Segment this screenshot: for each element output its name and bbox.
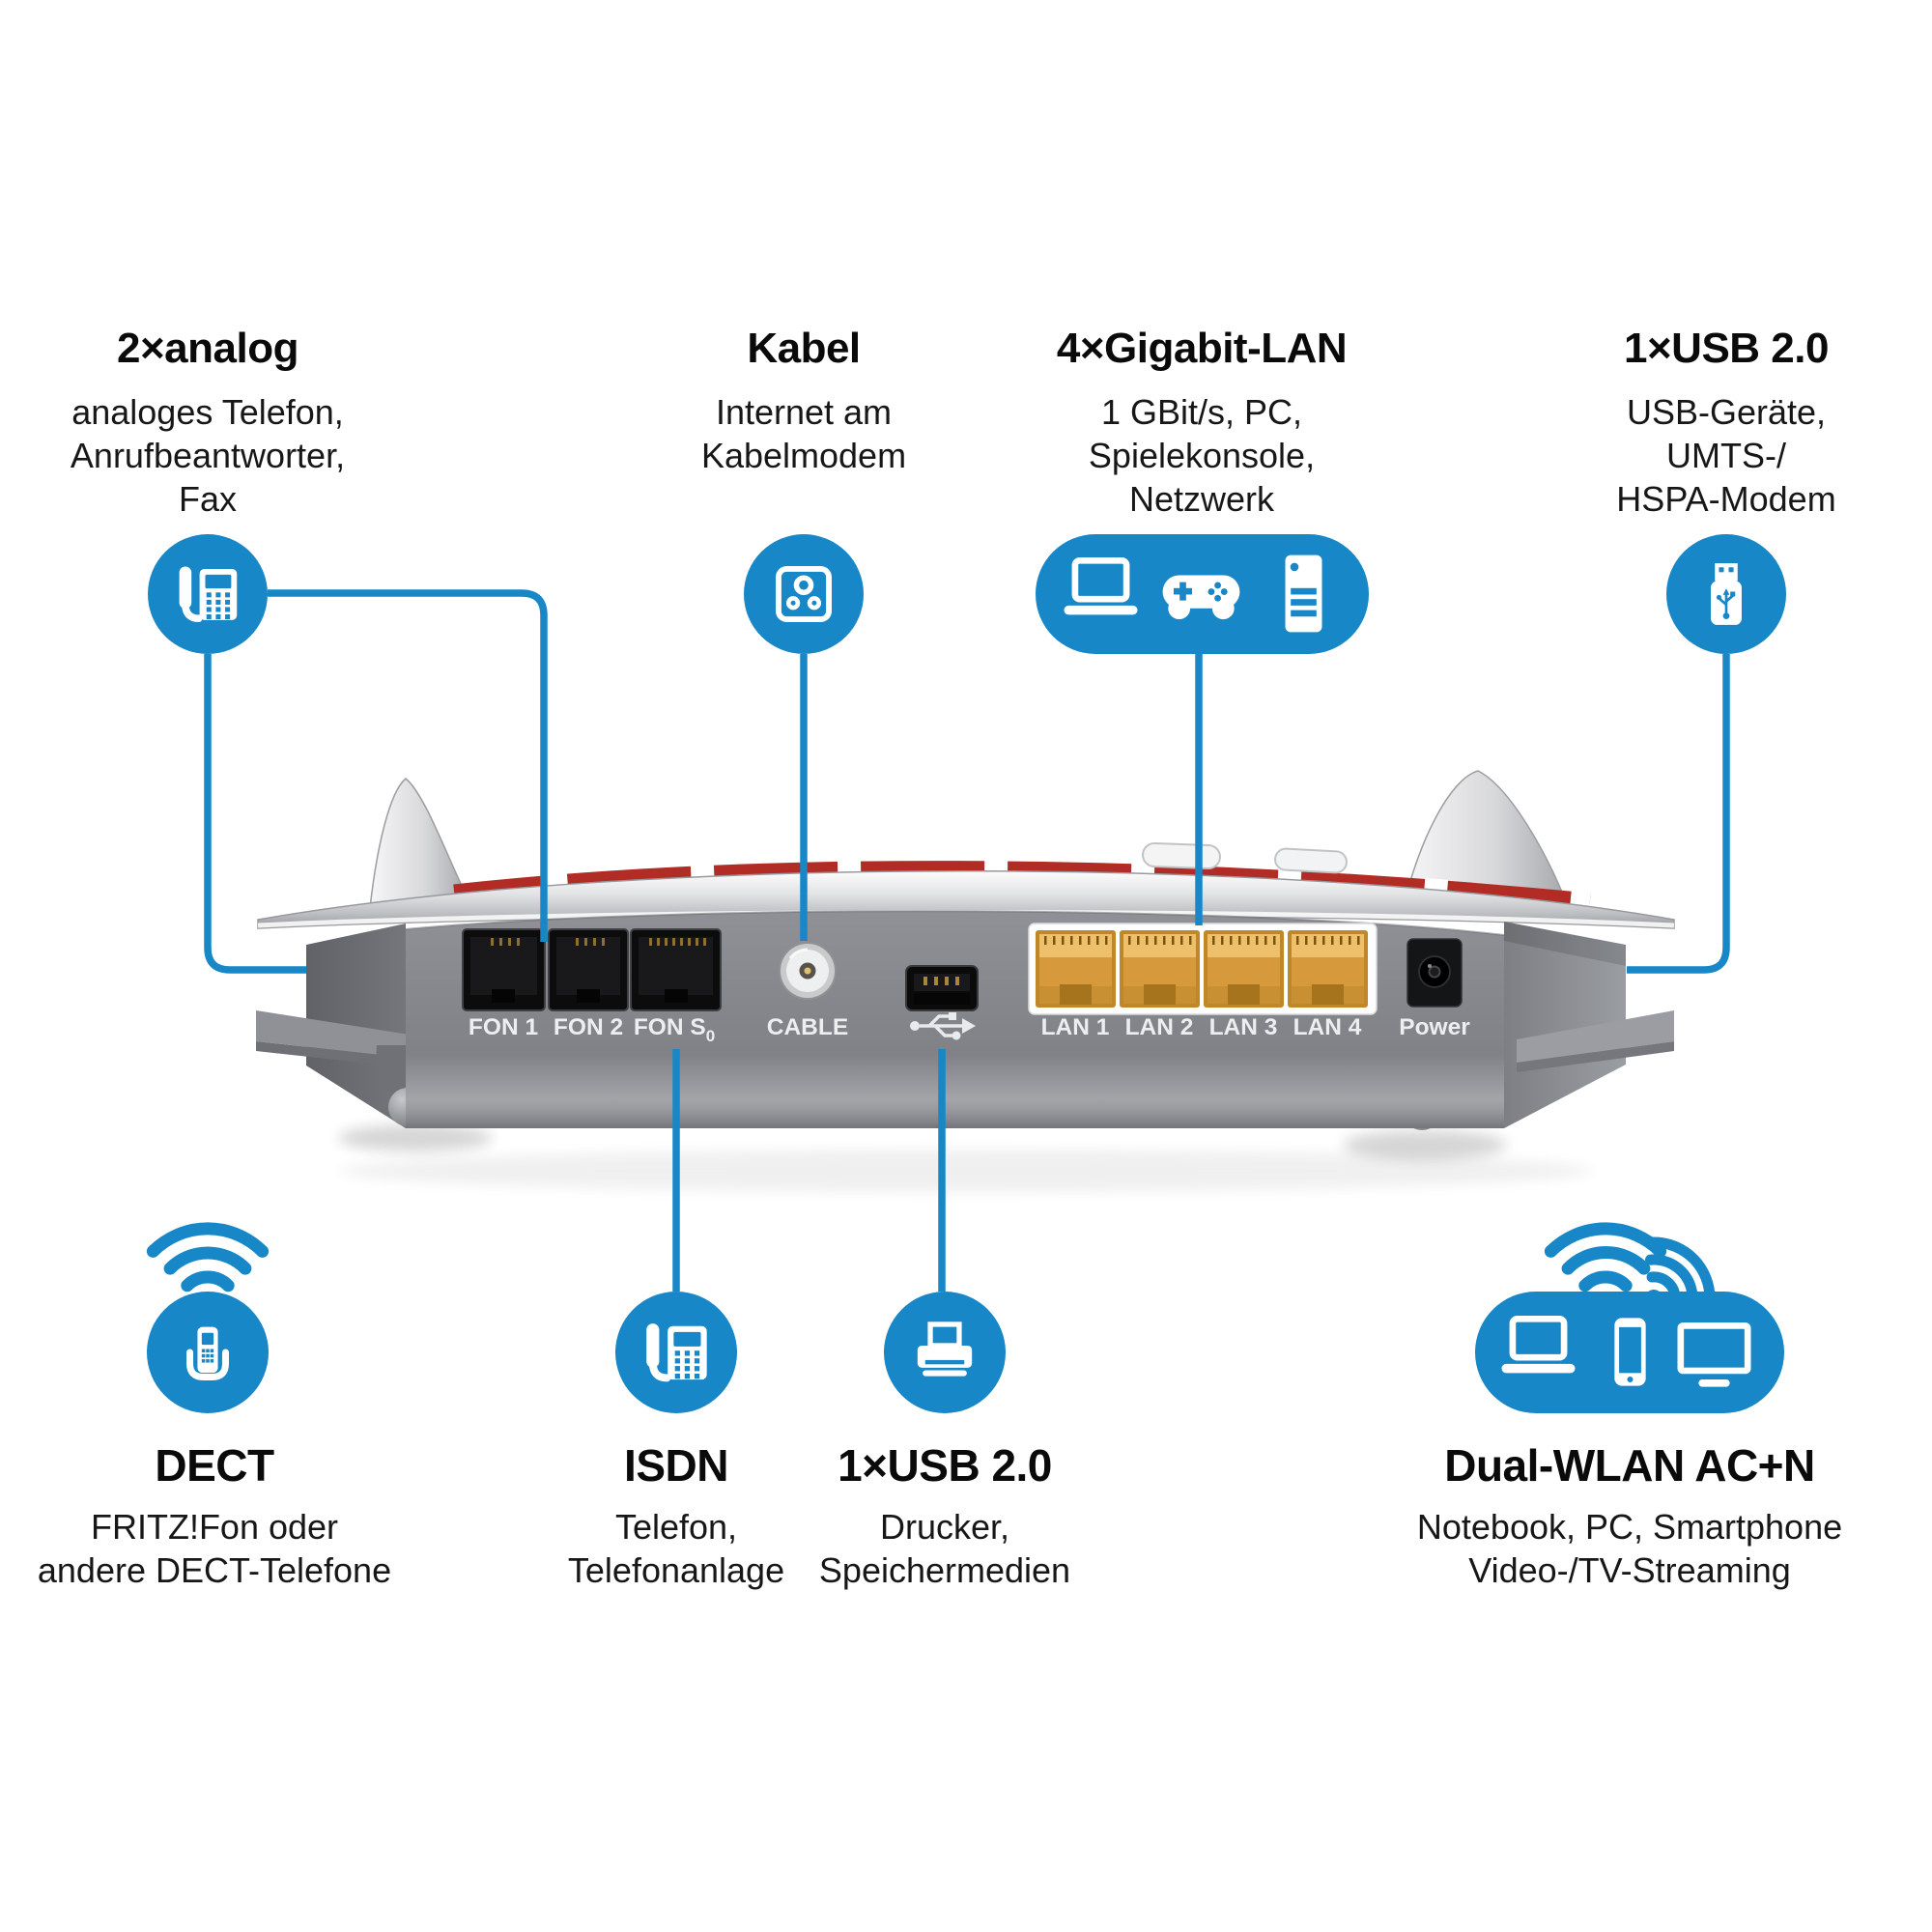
right-fin xyxy=(1402,770,1573,915)
cable-coax-connector xyxy=(779,942,837,1000)
red-top-stripe xyxy=(453,860,1591,907)
lan2-port xyxy=(1120,930,1200,1008)
lan1-port-label: LAN 1 xyxy=(1041,1014,1110,1040)
left-bottom-flange xyxy=(256,1010,415,1059)
desk-phone-icon xyxy=(180,566,238,619)
tower-pc-icon xyxy=(1285,554,1322,633)
lan3-port xyxy=(1204,930,1284,1008)
lan4-port-label: LAN 4 xyxy=(1293,1014,1362,1040)
usb-badge-bottom xyxy=(884,1292,1006,1413)
isdn-badge xyxy=(615,1292,737,1413)
callout-usb-top-line: UMTS-/ xyxy=(1666,436,1786,475)
analog-badge xyxy=(148,534,268,654)
line-analog-to-fon1 xyxy=(268,589,548,942)
lan-port-block xyxy=(1028,923,1378,1015)
usb-port xyxy=(905,965,979,1011)
line-usb-to-right-side xyxy=(1627,654,1730,974)
dect-badge xyxy=(147,1292,269,1413)
callout-gigabit-lan-line: 1 GBit/s, PC, xyxy=(1100,392,1303,432)
callout-dect-title: DECT xyxy=(155,1440,274,1491)
smartphone-icon xyxy=(1614,1318,1646,1386)
callout-wlan-line: Notebook, PC, Smartphone xyxy=(1416,1507,1843,1547)
fon2-port xyxy=(548,928,629,1011)
callout-usb-bottom-title: 1×USB 2.0 xyxy=(838,1440,1052,1491)
callout-usb-top-title: 1×USB 2.0 xyxy=(1624,325,1829,372)
power-port-label: Power xyxy=(1399,1014,1470,1040)
callout-usb-top: 1×USB 2.0 USB-Geräte, UMTS-/ HSPA-Modem xyxy=(1616,325,1835,521)
router-device: FON 1 FON 2 FON S0 CABLE LAN 1 LAN 2 LAN… xyxy=(256,770,1675,1192)
wlan-button xyxy=(1142,842,1221,869)
callout-analog-line: Fax xyxy=(178,479,238,519)
lan1-port xyxy=(1036,930,1116,1008)
callout-wlan: Dual-WLAN AC+N Notebook, PC, Smartphone … xyxy=(1417,1439,1842,1592)
gigabit-lan-badge xyxy=(1036,534,1369,654)
callout-gigabit-lan-title: 4×Gigabit-LAN xyxy=(1056,325,1348,372)
fon-s0-port xyxy=(630,928,722,1011)
fon2-port-label: FON 2 xyxy=(554,1014,623,1040)
callout-dect-line: FRITZ!Fon oder xyxy=(90,1507,339,1547)
right-bottom-flange xyxy=(1517,1010,1674,1063)
callout-analog-line: Anrufbeantworter, xyxy=(70,436,346,475)
usb-trident-icon xyxy=(910,1012,976,1040)
lan4-port xyxy=(1288,930,1368,1008)
callout-isdn-line: Telefonanlage xyxy=(567,1550,785,1590)
wlan-wifi-waves xyxy=(1544,1222,1716,1318)
callout-wlan-title: Dual-WLAN AC+N xyxy=(1444,1440,1815,1491)
fon-s0-port-label: FON S0 xyxy=(634,1014,715,1045)
wlan-badge xyxy=(1475,1292,1784,1413)
dect-button xyxy=(1274,847,1348,874)
callout-usb-bottom-line: Speichermedien xyxy=(818,1550,1071,1590)
callout-gigabit-lan-line: Netzwerk xyxy=(1128,479,1275,519)
callout-gigabit-lan: 4×Gigabit-LAN 1 GBit/s, PC, Spielekonsol… xyxy=(1056,325,1348,521)
callout-usb-top-line: HSPA-Modem xyxy=(1616,479,1836,519)
usb-badge-top xyxy=(1666,534,1786,654)
cable-port-label: CABLE xyxy=(767,1014,848,1040)
line-analog-to-left-side xyxy=(204,654,306,974)
kabel-badge xyxy=(744,534,864,654)
callout-dect-line: andere DECT-Telefone xyxy=(37,1550,392,1590)
callout-kabel: Kabel Internet am Kabelmodem xyxy=(701,325,906,477)
callout-kabel-title: Kabel xyxy=(747,325,861,372)
callout-dect: DECT FRITZ!Fon oder andere DECT-Telefone xyxy=(38,1439,391,1592)
lan2-port-label: LAN 2 xyxy=(1125,1014,1194,1040)
right-side-face xyxy=(1504,922,1626,1128)
callout-kabel-line: Kabelmodem xyxy=(700,436,907,475)
callout-analog-title: 2×analog xyxy=(117,325,298,372)
callout-analog-line: analoges Telefon, xyxy=(71,392,344,432)
callout-kabel-line: Internet am xyxy=(715,392,893,432)
desk-phone-icon xyxy=(646,1323,706,1379)
connector-lines xyxy=(204,589,1730,1292)
callout-isdn-line: Telefon, xyxy=(614,1507,738,1547)
callout-usb-bottom-line: Drucker, xyxy=(879,1507,1010,1547)
callout-usb-top-line: USB-Geräte, xyxy=(1626,392,1827,432)
left-fin xyxy=(369,778,472,909)
callout-analog: 2×analog analoges Telefon, Anrufbeantwor… xyxy=(71,325,345,521)
callout-usb-bottom: 1×USB 2.0 Drucker, Speichermedien xyxy=(819,1439,1070,1592)
power-jack xyxy=(1406,938,1463,1008)
callout-isdn: ISDN Telefon, Telefonanlage xyxy=(568,1439,784,1592)
callout-wlan-line: Video-/TV-Streaming xyxy=(1468,1550,1791,1590)
fon1-port-label: FON 1 xyxy=(469,1014,538,1040)
lan3-port-label: LAN 3 xyxy=(1209,1014,1278,1040)
callout-gigabit-lan-line: Spielekonsole, xyxy=(1088,436,1316,475)
usb-stick-icon xyxy=(1709,561,1744,627)
fon1-port xyxy=(462,928,546,1011)
callout-isdn-title: ISDN xyxy=(624,1440,728,1491)
